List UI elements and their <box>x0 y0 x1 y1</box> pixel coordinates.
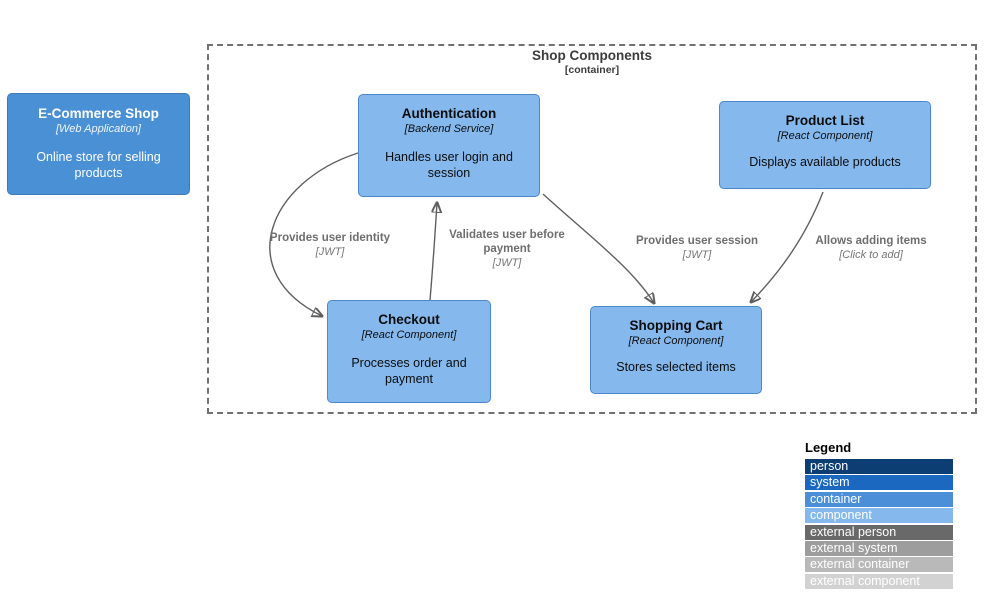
legend-item-person: person <box>805 459 953 474</box>
product-list-subtitle: [React Component] <box>777 130 873 142</box>
product-list-node: Product List [React Component] Displays … <box>719 101 931 189</box>
shopping-cart-title: Shopping Cart <box>629 318 723 333</box>
ecommerce-shop-title: E-Commerce Shop <box>38 106 159 121</box>
legend-item-external-component: external component <box>805 573 953 589</box>
authentication-subtitle: [Backend Service] <box>404 123 494 135</box>
legend-item-container: container <box>805 491 953 507</box>
shopping-cart-description: Stores selected items <box>616 360 736 374</box>
legend-item-external-person: external person <box>805 524 953 540</box>
boundary-subtitle: [container] <box>564 64 620 76</box>
ecommerce-shop-node: E-Commerce Shop [Web Application] Online… <box>7 93 190 195</box>
shop-components-boundary <box>207 44 977 414</box>
checkout-description: Processes order and payment <box>351 356 467 386</box>
checkout-title: Checkout <box>378 312 440 327</box>
shopping-cart-node: Shopping Cart [React Component] Stores s… <box>590 306 762 394</box>
product-list-title: Product List <box>785 113 865 128</box>
boundary-title: Shop Components <box>532 48 652 63</box>
authentication-node: Authentication [Backend Service] Handles… <box>358 94 540 197</box>
legend-item-external-system: external system <box>805 540 953 556</box>
checkout-node: Checkout [React Component] Processes ord… <box>327 300 491 403</box>
legend-title: Legend <box>805 440 852 455</box>
authentication-description: Handles user login and session <box>385 150 513 180</box>
checkout-subtitle: [React Component] <box>361 329 457 341</box>
legend-item-external-container: external container <box>805 557 953 573</box>
boundary-title-block: Shop Components [container] <box>207 48 977 77</box>
shopping-cart-subtitle: [React Component] <box>628 335 724 347</box>
authentication-title: Authentication <box>401 106 497 121</box>
legend: Legend person system container component… <box>805 440 953 590</box>
legend-item-component: component <box>805 508 953 524</box>
legend-item-system: system <box>805 475 953 491</box>
product-list-description: Displays available products <box>749 155 901 169</box>
ecommerce-shop-description: Online store for selling products <box>36 150 161 180</box>
ecommerce-shop-subtitle: [Web Application] <box>56 123 141 135</box>
